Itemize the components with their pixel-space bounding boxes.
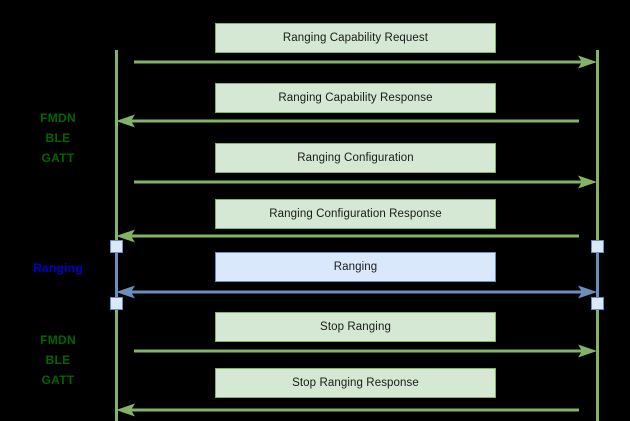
message-box-ranging-capability-response: Ranging Capability Response bbox=[215, 83, 496, 113]
message-arrow-ranging-configuration bbox=[116, 173, 597, 191]
right-lifeline-activation-bar bbox=[596, 246, 599, 298]
message-box-ranging: Ranging bbox=[215, 252, 496, 282]
right-activation-start-node[interactable] bbox=[591, 240, 604, 253]
message-box-stop-ranging: Stop Ranging bbox=[215, 312, 496, 342]
message-box-ranging-configuration: Ranging Configuration bbox=[215, 143, 496, 173]
message-arrow-stop-ranging-response bbox=[116, 401, 597, 419]
side-label-ranging: Ranging bbox=[32, 261, 84, 275]
left-lifeline-lower bbox=[115, 303, 118, 421]
message-label: Ranging Configuration bbox=[297, 152, 414, 164]
left-lifeline-activation-bar bbox=[115, 246, 118, 298]
message-arrow-ranging-configuration-response bbox=[116, 227, 597, 245]
message-box-ranging-capability-request: Ranging Capability Request bbox=[215, 23, 496, 53]
message-arrow-ranging-capability-request bbox=[116, 53, 597, 71]
message-label: Stop Ranging bbox=[320, 321, 391, 333]
message-label: Ranging Capability Response bbox=[278, 92, 433, 104]
message-label: Ranging Capability Request bbox=[282, 32, 429, 44]
right-lifeline-upper bbox=[596, 50, 599, 246]
message-arrow-ranging-bidirectional bbox=[116, 283, 597, 301]
left-lifeline-upper bbox=[115, 50, 118, 246]
left-activation-end-node[interactable] bbox=[110, 297, 123, 310]
side-label-fmdn-ble-gatt-bottom: FMDN BLE GATT bbox=[40, 333, 76, 387]
message-box-ranging-configuration-response: Ranging Configuration Response bbox=[215, 199, 496, 229]
message-label: Stop Ranging Response bbox=[292, 377, 419, 389]
right-lifeline-lower bbox=[596, 303, 599, 421]
message-arrow-ranging-capability-response bbox=[116, 112, 597, 130]
right-activation-end-node[interactable] bbox=[591, 297, 604, 310]
left-activation-start-node[interactable] bbox=[110, 240, 123, 253]
message-label: Ranging bbox=[333, 261, 378, 273]
message-label: Ranging Configuration Response bbox=[269, 208, 442, 220]
side-label-fmdn-ble-gatt-top: FMDN BLE GATT bbox=[40, 111, 76, 165]
message-arrow-stop-ranging bbox=[116, 342, 597, 360]
message-box-stop-ranging-response: Stop Ranging Response bbox=[215, 368, 496, 398]
